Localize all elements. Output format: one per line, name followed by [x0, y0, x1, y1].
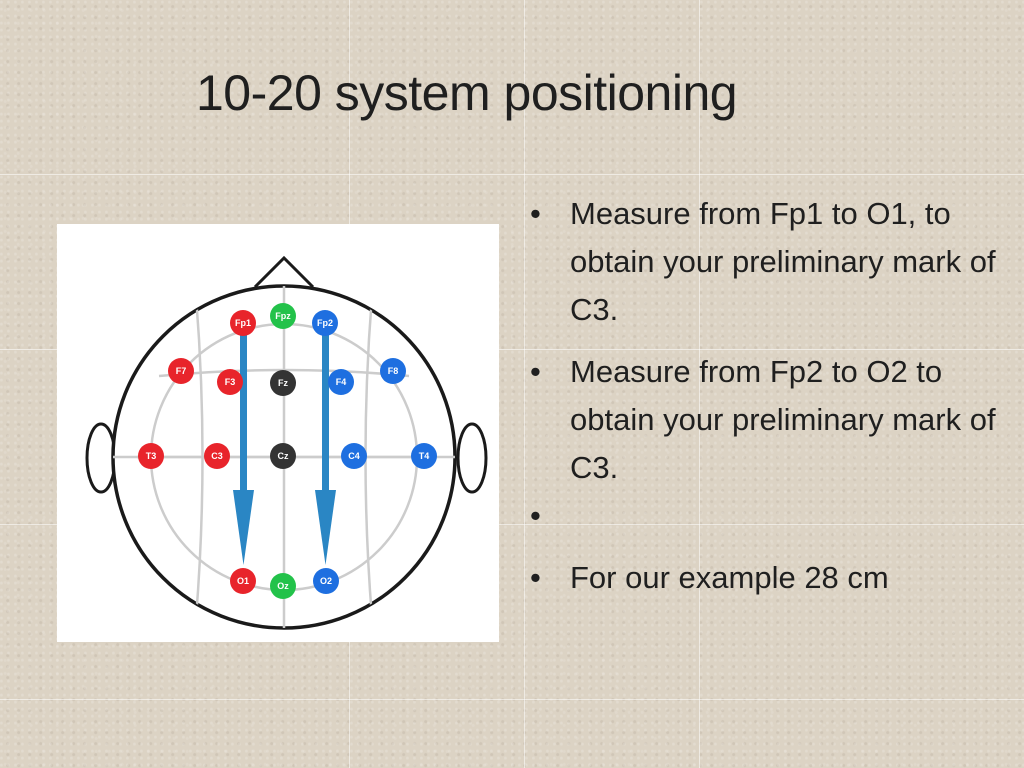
electrode-label: F8	[388, 366, 399, 376]
nose-outline	[253, 255, 315, 289]
electrode-label: C3	[211, 451, 223, 461]
left-ear	[85, 422, 117, 494]
electrode-fpz: Fpz	[270, 303, 296, 329]
electrode-f3: F3	[217, 369, 243, 395]
background-gridline	[699, 0, 700, 768]
electrode-t4: T4	[411, 443, 437, 469]
bullet-item: • Measure from Fp2 to O2 to obtain your …	[530, 348, 1010, 492]
electrode-o2: O2	[313, 568, 339, 594]
eeg-10-20-diagram: Fpz Fp1 Fp2 F7 F3 Fz F4 F8 T3 C3 Cz C4 T…	[57, 224, 499, 642]
electrode-fz: Fz	[270, 370, 296, 396]
background-gridline	[0, 524, 1024, 525]
electrode-label: F7	[176, 366, 187, 376]
electrode-label: F4	[336, 377, 347, 387]
electrode-label: Fz	[278, 378, 288, 388]
electrode-label: Fpz	[275, 311, 291, 321]
arrow-fp1-o1-shaft	[240, 334, 247, 492]
arrow-fp2-o2-shaft	[322, 334, 329, 492]
electrode-o1: O1	[230, 568, 256, 594]
electrode-c3: C3	[204, 443, 230, 469]
bullet-text: Measure from Fp2 to O2 to obtain your pr…	[570, 354, 996, 485]
bullet-text: Measure from Fp1 to O1, to obtain your p…	[570, 196, 996, 327]
electrode-label: C4	[348, 451, 360, 461]
bullet-item: • For our example 28 cm	[530, 554, 1010, 602]
bullet-dot: •	[530, 498, 541, 533]
bullet-item: • Measure from Fp1 to O1, to obtain your…	[530, 190, 1010, 334]
bullet-item: •	[530, 492, 1010, 540]
electrode-cz: Cz	[270, 443, 296, 469]
electrode-t3: T3	[138, 443, 164, 469]
background-gridline	[0, 349, 1024, 350]
eeg-head-svg: Fpz Fp1 Fp2 F7 F3 Fz F4 F8 T3 C3 Cz C4 T…	[85, 255, 488, 630]
background-gridline	[524, 0, 525, 768]
bullet-dot: •	[530, 196, 541, 231]
electrode-f4: F4	[328, 369, 354, 395]
electrode-f8: F8	[380, 358, 406, 384]
electrode-label: T4	[419, 451, 430, 461]
electrode-fp2: Fp2	[312, 310, 338, 336]
electrode-f7: F7	[168, 358, 194, 384]
electrode-label: T3	[146, 451, 157, 461]
electrode-label: Fp1	[235, 318, 251, 328]
right-ear	[456, 422, 488, 494]
bullet-list: • Measure from Fp1 to O1, to obtain your…	[530, 190, 1010, 602]
electrode-label: Fp2	[317, 318, 333, 328]
electrode-label: O1	[237, 576, 249, 586]
arrow-fp2-o2-head	[315, 490, 336, 565]
electrode-label: Cz	[278, 451, 289, 461]
bullet-dot: •	[530, 354, 541, 389]
arrow-fp1-o1-head	[233, 490, 254, 565]
electrode-label: Oz	[277, 581, 289, 591]
electrode-c4: C4	[341, 443, 367, 469]
electrode-label: F3	[225, 377, 236, 387]
electrode-label: O2	[320, 576, 332, 586]
bullet-text: For our example 28 cm	[570, 560, 889, 595]
electrode-fp1: Fp1	[230, 310, 256, 336]
electrode-oz: Oz	[270, 573, 296, 599]
background-gridline	[0, 699, 1024, 700]
slide-title: 10-20 system positioning	[196, 65, 738, 121]
bullet-dot: •	[530, 560, 541, 595]
background-gridline	[0, 174, 1024, 175]
